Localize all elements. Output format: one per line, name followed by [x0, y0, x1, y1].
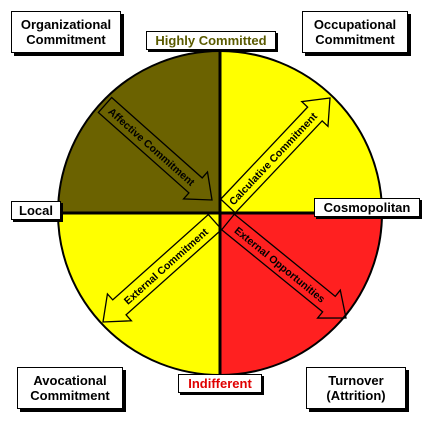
avocational-line2: Commitment	[30, 388, 110, 403]
occupational-line2: Commitment	[315, 32, 395, 47]
organizational-line1: Organizational	[20, 17, 112, 32]
occupational-line1: Occupational	[313, 17, 397, 32]
avocational-line1: Avocational	[33, 373, 107, 388]
organizational-commitment-box: Organizational Commitment	[11, 11, 121, 53]
affective-commitment-arrow-shape	[97, 96, 213, 201]
organizational-line2: Commitment	[26, 32, 106, 47]
turnover-line1: Turnover	[328, 373, 384, 388]
cosmopolitan-label: Cosmopolitan	[314, 198, 420, 217]
external-commitment-arrow-shape	[102, 213, 223, 323]
turnover-box: Turnover (Attrition)	[306, 367, 406, 409]
calculative-commitment-arrow-shape	[219, 97, 331, 214]
indifferent-label: Indifferent	[178, 374, 262, 393]
turnover-line2: (Attrition)	[326, 388, 386, 403]
avocational-commitment-box: Avocational Commitment	[17, 367, 123, 409]
highly-committed-label: Highly Committed	[146, 31, 276, 50]
occupational-commitment-box: Occupational Commitment	[302, 11, 408, 53]
external-opportunities-arrow-shape	[220, 213, 347, 319]
local-label: Local	[11, 201, 61, 220]
